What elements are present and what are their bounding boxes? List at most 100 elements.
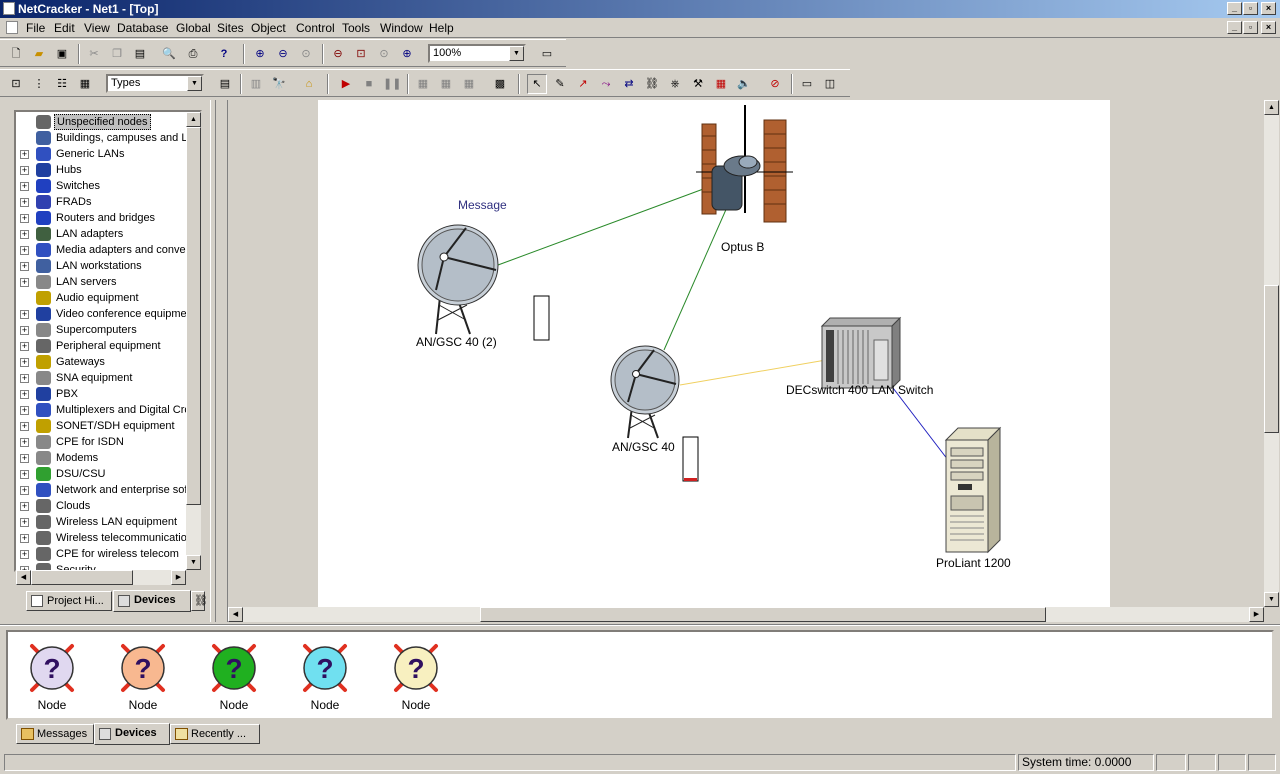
zoom-combo[interactable]: 100% ▼ <box>428 44 526 63</box>
zoom-all-icon[interactable]: ⊕ <box>402 48 412 60</box>
grid-icon[interactable]: ▦ <box>715 78 727 90</box>
save-icon[interactable]: ▣ <box>56 48 68 60</box>
zoom-window-icon[interactable]: ⊖ <box>333 48 343 60</box>
menu-window[interactable]: Window <box>380 21 423 35</box>
tree-item[interactable]: +Wireless LAN equipment <box>16 514 200 530</box>
palette-node[interactable]: ?Node <box>204 640 264 712</box>
scroll-down-icon[interactable]: ▼ <box>186 555 201 570</box>
expand-icon[interactable]: + <box>20 309 29 319</box>
palette-node[interactable]: ?Node <box>295 640 355 712</box>
scroll-right-icon[interactable]: ▶ <box>1249 607 1264 622</box>
details-icon[interactable]: ▦ <box>79 78 91 90</box>
expand-icon[interactable]: + <box>20 549 29 559</box>
menu-help[interactable]: Help <box>429 21 454 35</box>
palette-node[interactable]: ?Node <box>113 640 173 712</box>
tree-item[interactable]: +SONET/SDH equipment <box>16 418 200 434</box>
view-icon[interactable]: ◫ <box>824 78 836 90</box>
traffic-remove-icon[interactable]: ▦ <box>463 78 475 90</box>
tree-item[interactable]: +Hubs <box>16 162 200 178</box>
tree-vscrollbar[interactable]: ▲ ▼ <box>186 112 201 570</box>
expand-icon[interactable]: + <box>20 277 29 287</box>
device-icon[interactable]: ⎈ <box>670 78 680 90</box>
expand-icon[interactable]: + <box>20 341 29 351</box>
pencil-icon[interactable]: ✎ <box>555 78 565 90</box>
tab-more[interactable]: ⛓ <box>191 591 208 611</box>
open-icon[interactable]: ▰ <box>34 48 44 60</box>
canvas-hscrollbar[interactable]: ◀ ▶ <box>228 607 1264 622</box>
tree-item[interactable]: +DSU/CSU <box>16 466 200 482</box>
scroll-up-icon[interactable]: ▲ <box>1264 100 1279 115</box>
menu-object[interactable]: Object <box>251 21 286 35</box>
scroll-up-icon[interactable]: ▲ <box>186 112 201 127</box>
menu-edit[interactable]: Edit <box>54 21 75 35</box>
minimize-icon[interactable]: _ <box>1227 2 1242 15</box>
chevron-down-icon[interactable]: ▼ <box>187 76 202 91</box>
zoom-reset-icon[interactable]: ⊙ <box>301 48 311 60</box>
mdi-restore-icon[interactable]: ▫ <box>1243 21 1258 34</box>
help-icon[interactable]: ? <box>220 48 228 60</box>
menu-file[interactable]: File <box>26 21 46 35</box>
canvas-vscrollbar[interactable]: ▲ ▼ <box>1264 100 1279 607</box>
tree-item[interactable]: +LAN workstations <box>16 258 200 274</box>
cut-icon[interactable]: ✂ <box>89 48 99 60</box>
expand-icon[interactable]: + <box>20 165 29 175</box>
tree-item[interactable]: +Multiplexers and Digital Cro <box>16 402 200 418</box>
scroll-left-icon[interactable]: ◀ <box>16 570 31 585</box>
tree-hscroll-thumb[interactable] <box>31 570 133 585</box>
chevron-down-icon[interactable]: ▼ <box>509 46 524 61</box>
tree-item[interactable]: +Supercomputers <box>16 322 200 338</box>
zoom-out-icon[interactable]: ⊖ <box>278 48 288 60</box>
zoom-in-icon[interactable]: ⊕ <box>255 48 265 60</box>
tree-item[interactable]: +Video conference equipmer <box>16 306 200 322</box>
scroll-down-icon[interactable]: ▼ <box>1264 592 1279 607</box>
expand-icon[interactable]: + <box>20 261 29 271</box>
server-label[interactable]: ProLiant 1200 <box>936 556 1011 570</box>
tab-project-hierarchy[interactable]: Project Hi... <box>26 591 112 611</box>
menu-view[interactable]: View <box>84 21 110 35</box>
types-combo[interactable]: Types ▼ <box>106 74 204 93</box>
paste-icon[interactable]: ▤ <box>134 48 146 60</box>
tree-item[interactable]: +Switches <box>16 178 200 194</box>
traffic-add-icon[interactable]: ▦ <box>417 78 429 90</box>
expand-icon[interactable]: + <box>20 181 29 191</box>
stop-icon[interactable]: ■ <box>365 78 373 90</box>
new-icon[interactable]: 🗋 <box>11 48 21 60</box>
tree-item[interactable]: +Security <box>16 562 200 570</box>
label-icon[interactable]: ⌂ <box>305 78 313 90</box>
scroll-right-icon[interactable]: ▶ <box>171 570 186 585</box>
zoom-previous-icon[interactable]: ⊙ <box>379 48 389 60</box>
tab-devices[interactable]: Devices <box>113 590 191 612</box>
expand-icon[interactable]: + <box>20 469 29 479</box>
traffic-edit-icon[interactable]: ▦ <box>440 78 452 90</box>
expand-icon[interactable]: + <box>20 533 29 543</box>
expand-icon[interactable]: + <box>20 501 29 511</box>
expand-icon[interactable]: + <box>20 213 29 223</box>
expand-icon[interactable]: + <box>20 373 29 383</box>
expand-icon[interactable]: + <box>20 389 29 399</box>
tree-item[interactable]: Buildings, campuses and LA <box>16 130 200 146</box>
app-icon[interactable] <box>3 2 15 15</box>
link-icon[interactable]: ↗ <box>578 78 588 90</box>
menu-tools[interactable]: Tools <box>342 21 371 35</box>
print-icon[interactable]: ⎙ <box>188 48 198 60</box>
statistics-icon[interactable]: ▩ <box>494 78 506 90</box>
monitor-icon[interactable]: ▭ <box>541 48 553 60</box>
expand-icon[interactable]: + <box>20 437 29 447</box>
tree-item[interactable]: +Routers and bridges <box>16 210 200 226</box>
document-icon[interactable] <box>6 21 18 34</box>
chain-icon[interactable]: ⛓ <box>645 78 659 90</box>
tree-item[interactable]: +Media adapters and conver <box>16 242 200 258</box>
menu-database[interactable]: Database <box>117 21 169 35</box>
dish2-label[interactable]: AN/GSC 40 <box>612 440 675 454</box>
expand-icon[interactable]: + <box>20 485 29 495</box>
find-icon[interactable]: 🔭 <box>272 78 286 90</box>
browser-icon[interactable]: ▤ <box>219 78 231 90</box>
tab-recently-used[interactable]: Recently ... <box>170 724 260 744</box>
menu-control[interactable]: Control <box>296 21 335 35</box>
tree-item[interactable]: +Wireless telecommunication <box>16 530 200 546</box>
expand-icon[interactable]: + <box>20 325 29 335</box>
forbidden-icon[interactable]: ⊘ <box>770 78 780 90</box>
tree-item[interactable]: +Peripheral equipment <box>16 338 200 354</box>
restore-icon[interactable]: ▫ <box>1243 2 1258 15</box>
